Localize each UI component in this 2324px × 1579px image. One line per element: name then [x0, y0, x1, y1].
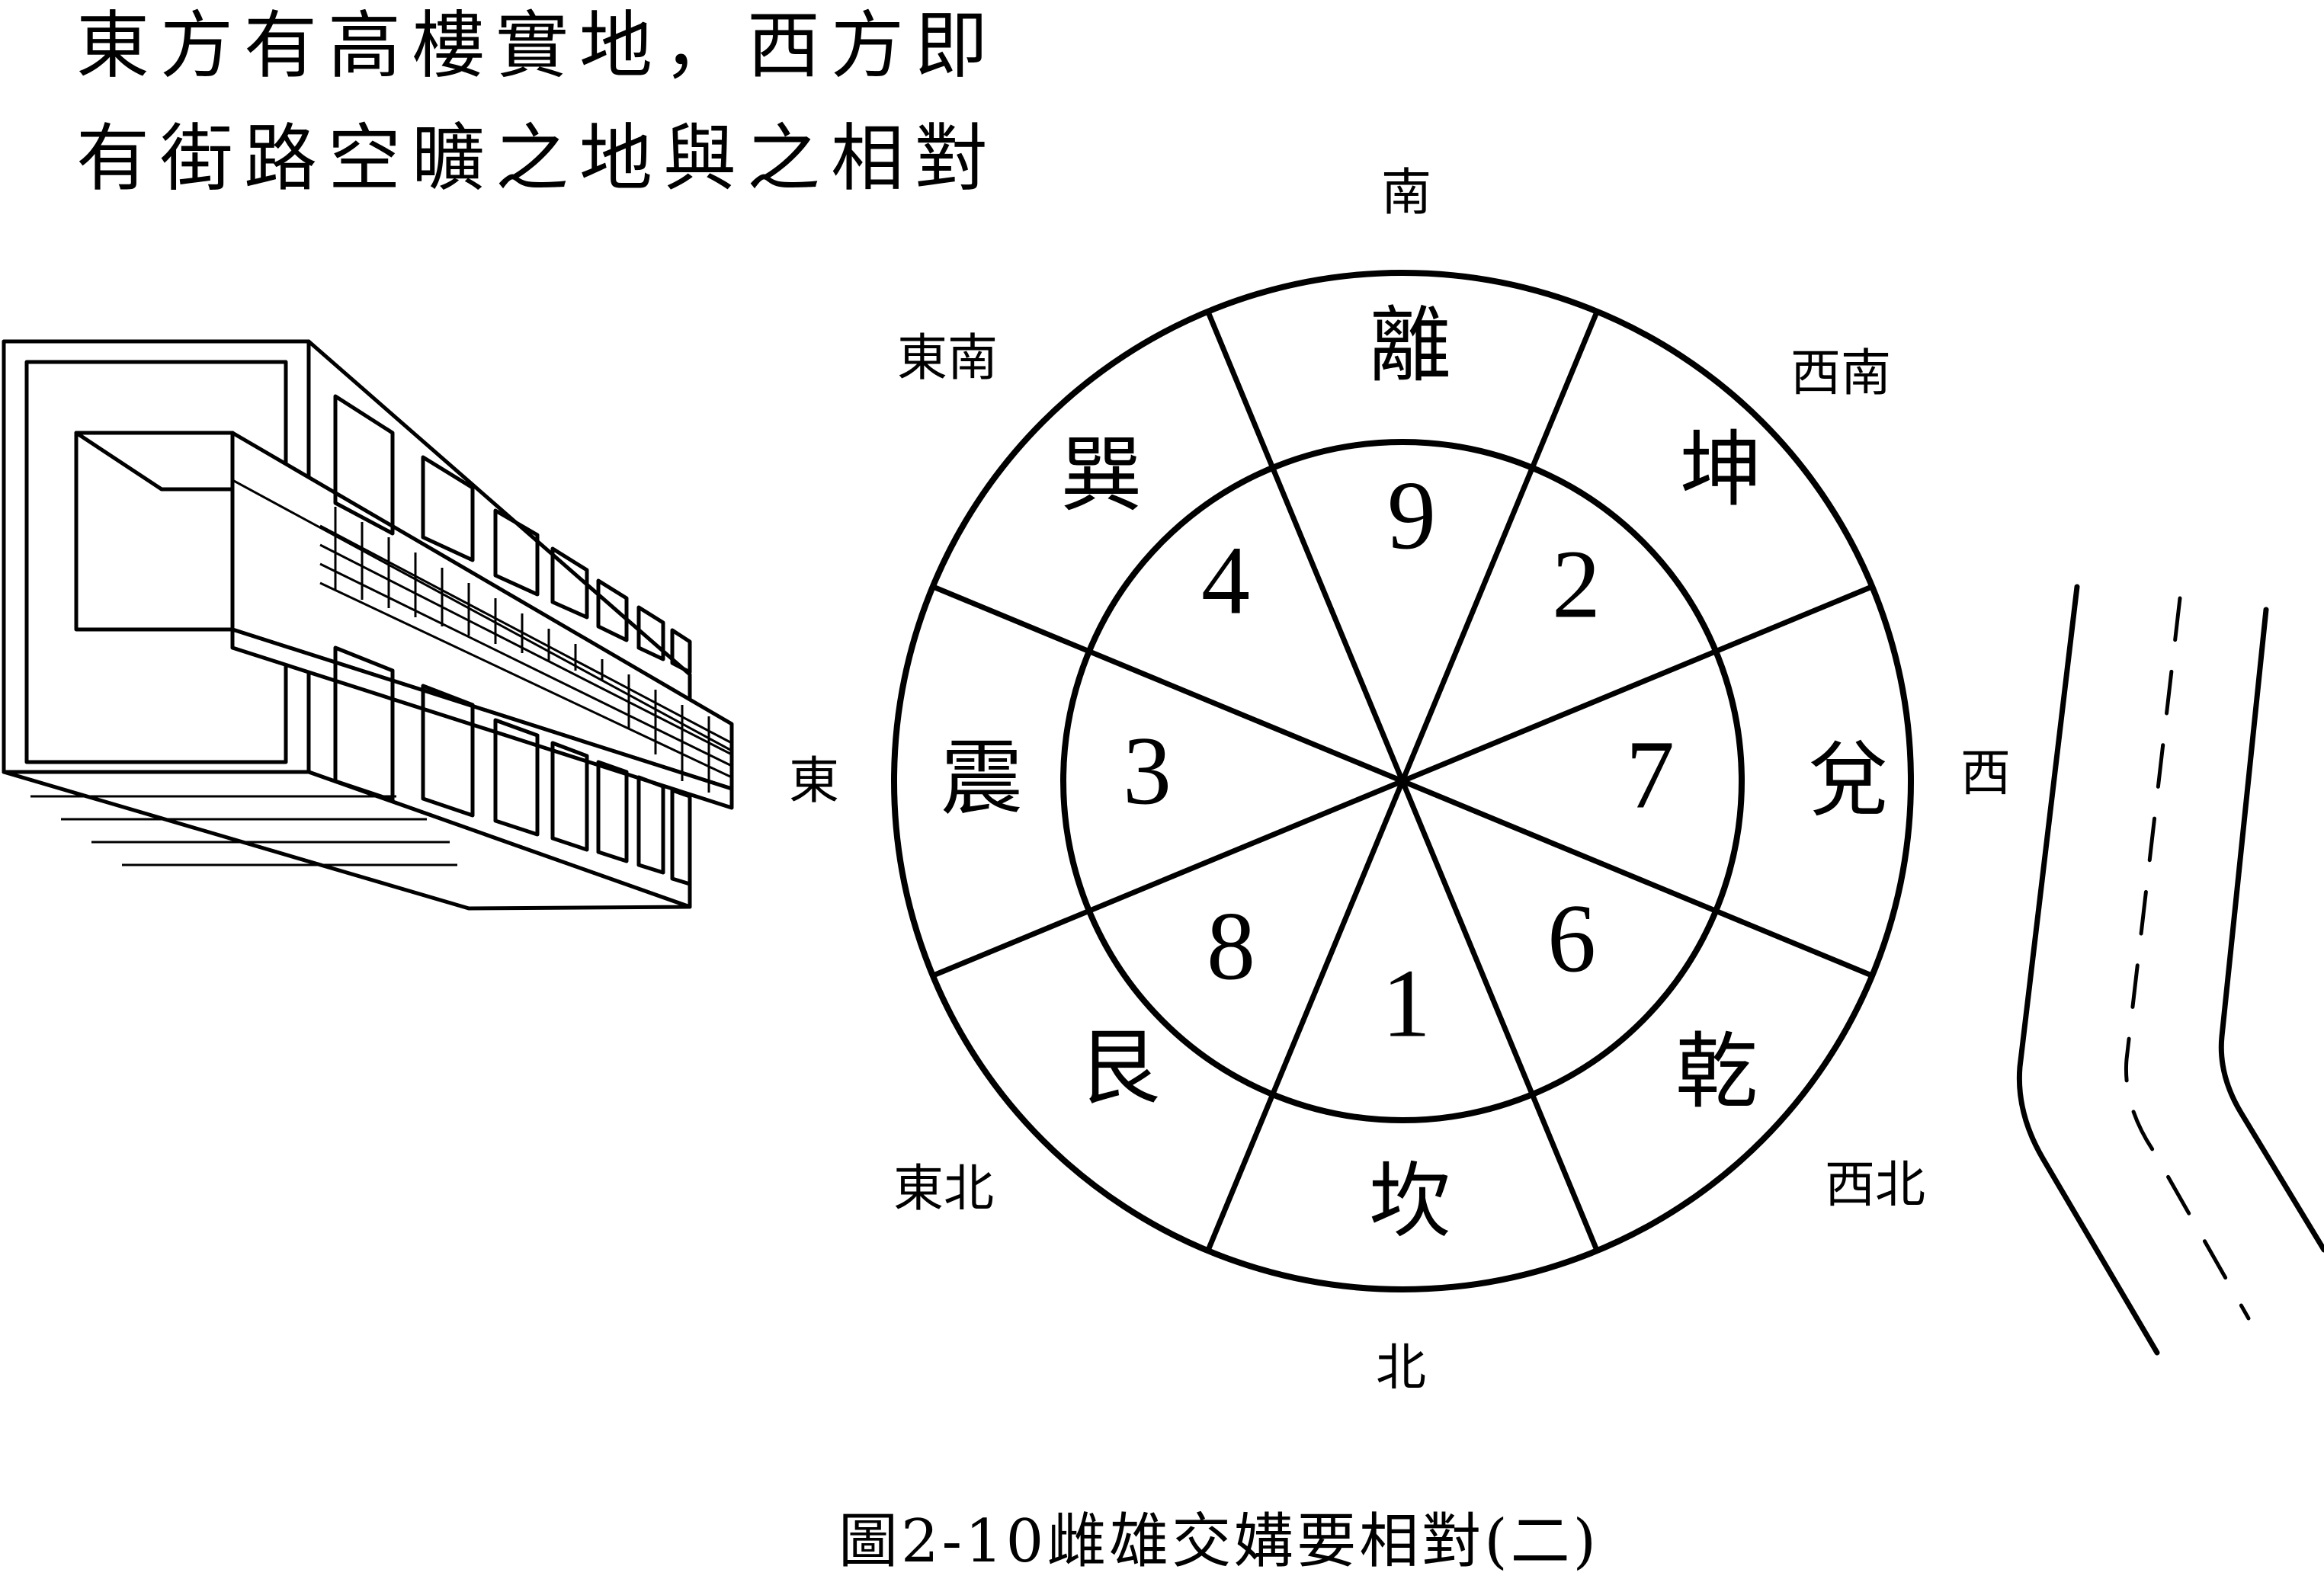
trigram-kan: 坎 — [1369, 1154, 1451, 1249]
trigram-dui: 兌 — [1807, 732, 1890, 828]
trigram-li: 離 — [1369, 298, 1451, 393]
tall-building-illustration — [2, 339, 734, 911]
bagua-sector-dividers — [931, 310, 1874, 1252]
direction-northwest: 西北 — [1825, 1155, 1925, 1214]
number-west: 7 — [1626, 720, 1675, 828]
heading-line-1: 東方有高樓實地，西方即 — [76, 3, 999, 88]
sector-divider-line — [1401, 778, 1874, 978]
number-north: 1 — [1382, 949, 1431, 1057]
trigram-kun: 坤 — [1680, 422, 1762, 517]
sector-divider-line — [1205, 310, 1406, 783]
trigram-zhen: 震 — [941, 731, 1023, 826]
sector-divider-line — [1401, 584, 1874, 784]
number-labels: 9 2 7 6 1 8 3 4 — [1123, 461, 1675, 1057]
direction-southwest: 西南 — [1790, 344, 1891, 402]
trigram-gen: 艮 — [1078, 1020, 1160, 1116]
figure-caption: 圖2-10雌雄交媾要相對(二) — [838, 1507, 1600, 1576]
direction-south: 南 — [1381, 163, 1431, 222]
direction-northeast: 東北 — [893, 1159, 994, 1218]
street-road-illustration — [2016, 584, 2324, 1356]
number-southeast: 4 — [1201, 526, 1250, 634]
direction-southeast: 東南 — [897, 328, 998, 387]
number-northwest: 6 — [1547, 884, 1596, 992]
trigram-labels: 離 坤 兌 乾 坎 艮 震 巽 — [941, 298, 1890, 1249]
number-northeast: 8 — [1207, 892, 1255, 1000]
heading-line-2: 有街路空曠之地與之相對 — [76, 116, 999, 201]
direction-west: 西 — [1960, 744, 2011, 802]
sector-divider-line — [1399, 310, 1600, 783]
number-southwest: 2 — [1552, 530, 1601, 638]
sector-divider-line — [1205, 780, 1406, 1252]
sector-divider-line — [931, 584, 1404, 784]
direction-labels: 南 西南 西 西北 北 東北 東 東南 — [789, 163, 2011, 1397]
number-south: 9 — [1387, 461, 1436, 569]
sector-divider-line — [931, 778, 1404, 978]
direction-north: 北 — [1376, 1338, 1426, 1397]
number-east: 3 — [1123, 716, 1172, 825]
direction-east: 東 — [789, 751, 839, 810]
trigram-xun: 巽 — [1060, 428, 1143, 523]
bagua-wheel — [891, 270, 1914, 1292]
sector-divider-line — [1399, 780, 1600, 1252]
trigram-qian: 乾 — [1675, 1024, 1758, 1119]
